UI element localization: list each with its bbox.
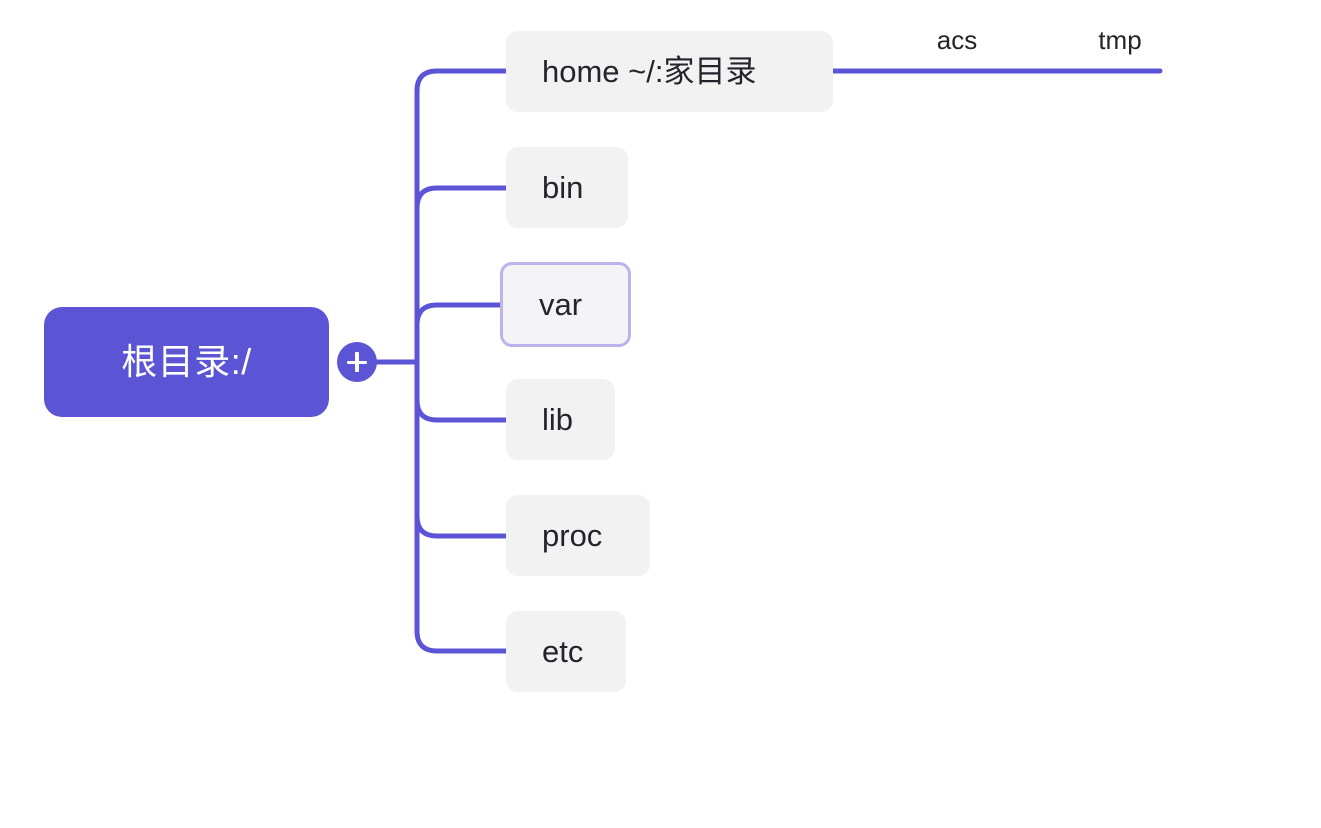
edge-to-home: [414, 68, 509, 365]
node-bin-label: bin: [542, 170, 584, 205]
edge-to-var: [414, 302, 503, 365]
node-proc-label: proc: [542, 518, 603, 553]
root-node-label: 根目录:/: [121, 341, 252, 382]
plus-vertical-bar: [355, 352, 359, 372]
node-etc[interactable]: etc: [506, 611, 626, 692]
node-proc[interactable]: proc: [506, 495, 650, 576]
node-home-label: home ~/:家目录: [542, 54, 757, 89]
node-etc-label: etc: [542, 634, 584, 669]
edge-to-proc: [414, 359, 509, 539]
node-var-label: var: [539, 287, 583, 322]
root-node[interactable]: 根目录:/: [44, 307, 329, 417]
node-lib-label: lib: [542, 402, 574, 437]
leaf-label-acs[interactable]: acs: [936, 25, 978, 55]
edge-to-bin: [414, 185, 509, 365]
leaf-label-tmp[interactable]: tmp: [1098, 25, 1142, 55]
edge-to-lib: [414, 359, 509, 423]
node-home[interactable]: home ~/:家目录: [506, 31, 833, 112]
expand-collapse-plus-icon[interactable]: [337, 342, 377, 382]
edge-to-etc: [414, 359, 509, 654]
node-bin[interactable]: bin: [506, 147, 628, 228]
node-lib[interactable]: lib: [506, 379, 615, 460]
node-var[interactable]: var: [500, 262, 631, 347]
